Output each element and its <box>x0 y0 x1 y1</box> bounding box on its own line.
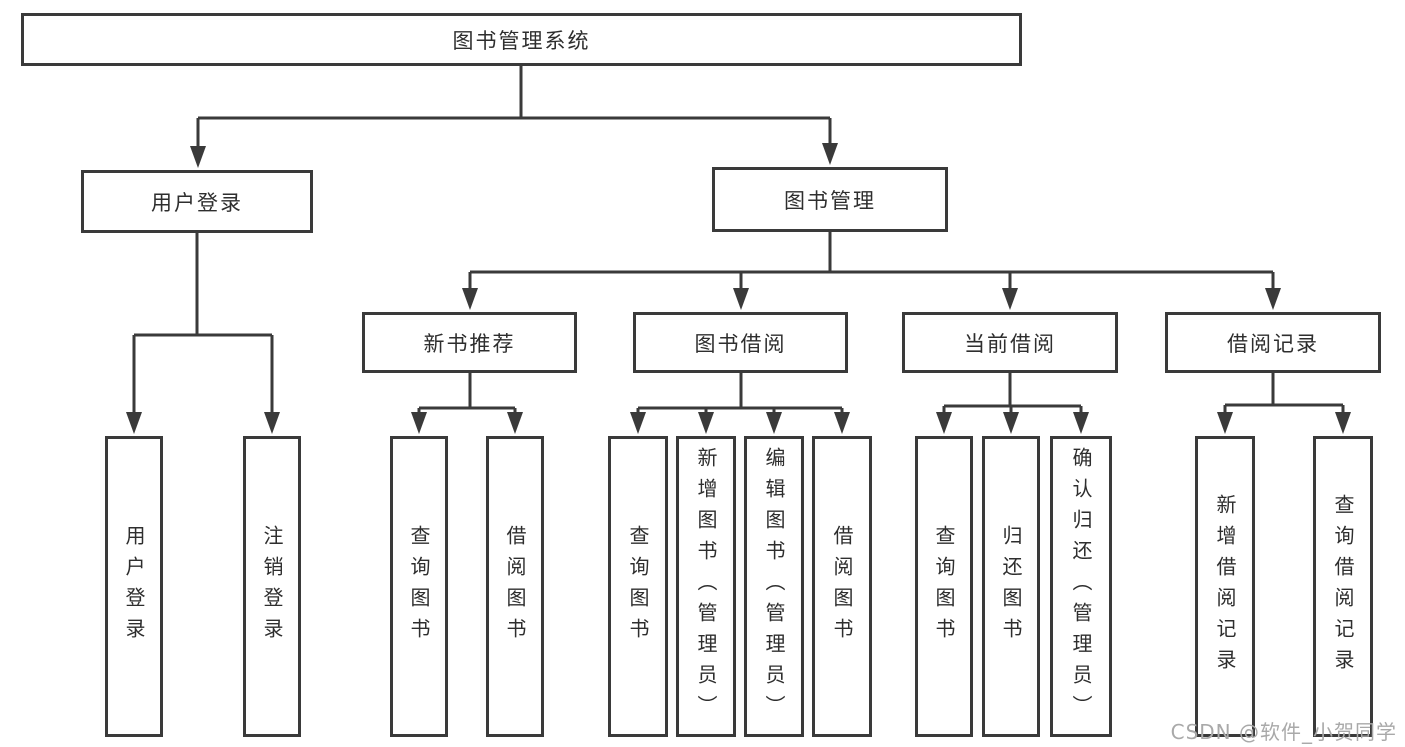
leaf-user-login: 用户登录 <box>105 436 163 737</box>
node-root: 图书管理系统 <box>21 13 1022 66</box>
leaf-search-borrow-record: 查询借阅记录 <box>1313 436 1373 737</box>
leaf-search-books-current: 查询图书 <box>915 436 973 737</box>
leaf-search-books-borrowing: 查询图书 <box>608 436 668 737</box>
node-book-borrowing: 图书借阅 <box>633 312 848 373</box>
node-borrowing-records: 借阅记录 <box>1165 312 1381 373</box>
leaf-confirm-return-admin: 确认归还（管理员） <box>1050 436 1112 737</box>
leaf-search-books-recommend: 查询图书 <box>390 436 448 737</box>
leaf-add-borrow-record: 新增借阅记录 <box>1195 436 1255 737</box>
leaf-edit-book-admin: 编辑图书（管理员） <box>744 436 804 737</box>
node-current-borrowing: 当前借阅 <box>902 312 1118 373</box>
node-user-login: 用户登录 <box>81 170 313 233</box>
leaf-add-book-admin: 新增图书（管理员） <box>676 436 736 737</box>
leaf-return-book: 归还图书 <box>982 436 1040 737</box>
leaf-borrow-books: 借阅图书 <box>812 436 872 737</box>
node-book-management: 图书管理 <box>712 167 948 232</box>
leaf-borrow-books-recommend: 借阅图书 <box>486 436 544 737</box>
leaf-logout: 注销登录 <box>243 436 301 737</box>
node-new-book-recommendation: 新书推荐 <box>362 312 577 373</box>
watermark: CSDN @软件_小贺同学 <box>1170 720 1397 744</box>
